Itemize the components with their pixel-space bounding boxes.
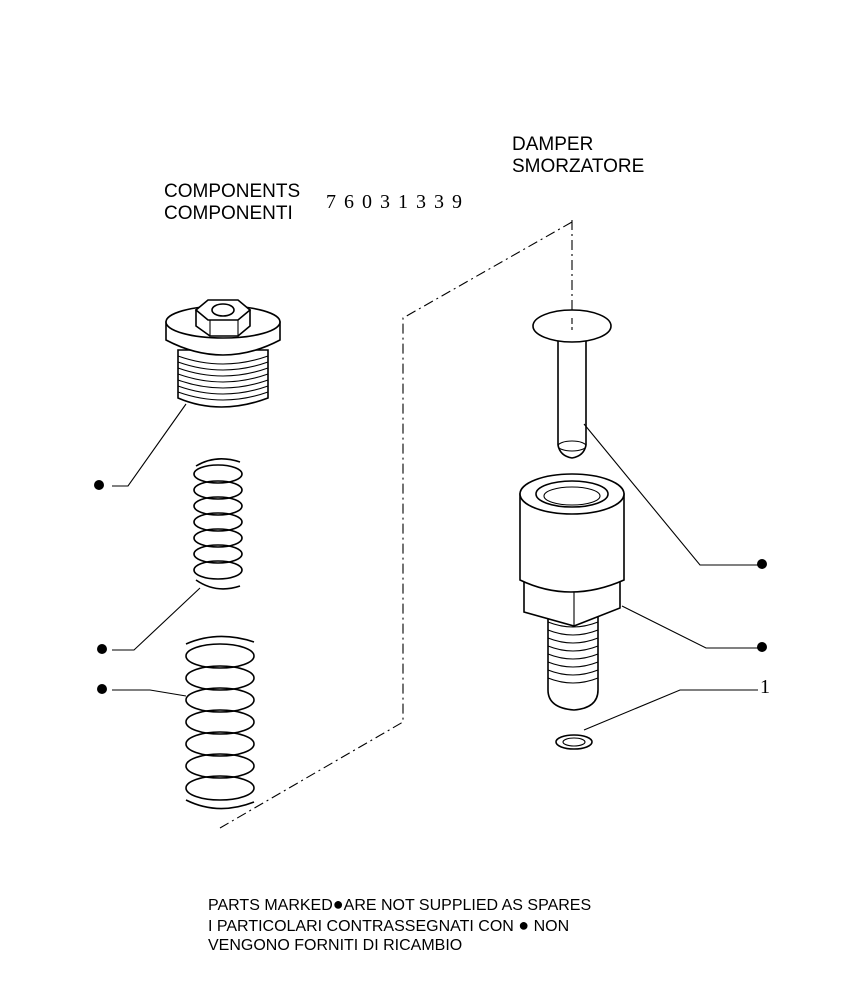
- footer-line1-start: PARTS MARKED: [208, 897, 333, 914]
- bullet-marker: [97, 684, 107, 694]
- large-spring-part: [185, 635, 255, 810]
- small-spring-part: [193, 458, 243, 590]
- pin-part: [532, 309, 612, 459]
- washer-part: [555, 734, 593, 750]
- footer-note-line-1: PARTS MARKED●ARE NOT SUPPLIED AS SPARES: [208, 894, 591, 916]
- body-part: [519, 473, 625, 711]
- damper-title-it: SMORZATORE: [512, 156, 645, 177]
- damper-title-en: DAMPER: [512, 134, 594, 155]
- bullet-marker: [757, 642, 767, 652]
- assembly-dashdot-boundary: [219, 221, 573, 829]
- part-number: 76031339: [326, 191, 470, 213]
- footer-line2-end: NON: [533, 918, 570, 935]
- washer-ref-number: 1: [760, 676, 770, 698]
- callout-leaders: [112, 403, 758, 731]
- bullet-symbol: ●: [518, 915, 530, 935]
- plug-part: [165, 299, 281, 408]
- footer-note-line-2: I PARTICOLARI CONTRASSEGNATI CON ● NON: [208, 915, 569, 937]
- footer-line2-start: I PARTICOLARI CONTRASSEGNATI CON: [208, 918, 514, 935]
- bullet-marker: [757, 559, 767, 569]
- components-title-en: COMPONENTS: [164, 181, 301, 202]
- components-title-it: COMPONENTI: [164, 203, 293, 224]
- bullet-symbol: ●: [332, 894, 344, 914]
- callout-bullets: [94, 480, 767, 694]
- footer-line1-end: ARE NOT SUPPLIED AS SPARES: [343, 897, 592, 914]
- bullet-marker: [94, 480, 104, 490]
- bullet-marker: [97, 644, 107, 654]
- footer-note-line-3: VENGONO FORNITI DI RICAMBIO: [208, 937, 463, 954]
